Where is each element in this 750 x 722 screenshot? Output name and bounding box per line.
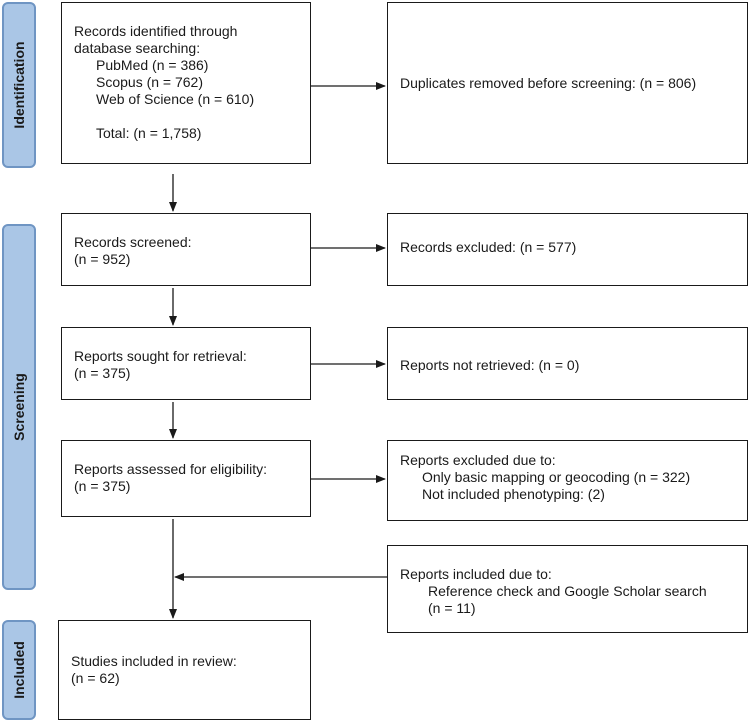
studies-included-box: Studies included in review: (n = 62) [58, 620, 311, 720]
reports-sought-label: Reports sought for retrieval: [74, 348, 247, 364]
studies-included-count: (n = 62) [71, 670, 120, 686]
records-screened-count: (n = 952) [74, 251, 131, 267]
reports-assessed-box: Reports assessed for eligibility: (n = 3… [61, 440, 311, 517]
reports-not-retrieved-text: Reports not retrieved: (n = 0) [400, 357, 580, 373]
phase-identification: Identification [2, 2, 36, 168]
records-identified-box: Records identified through database sear… [61, 2, 311, 164]
reports-assessed-label: Reports assessed for eligibility: [74, 461, 267, 477]
studies-included-label: Studies included in review: [71, 653, 237, 669]
reports-sought-box: Reports sought for retrieval: (n = 375) [61, 327, 311, 400]
pubmed-count: PubMed (n = 386) [96, 57, 209, 73]
reports-included-title: Reports included due to: [400, 566, 552, 582]
scopus-count: Scopus (n = 762) [96, 74, 204, 90]
reports-included-box: Reports included due to: Reference check… [387, 545, 748, 633]
reports-sought-count: (n = 375) [74, 365, 131, 381]
reports-included-reason-2: (n = 11) [428, 600, 476, 616]
records-excluded-box: Records excluded: (n = 577) [387, 213, 748, 286]
records-screened-box: Records screened: (n = 952) [61, 213, 311, 286]
duplicates-removed-text: Duplicates removed before screening: (n … [400, 75, 697, 91]
reports-assessed-count: (n = 375) [74, 478, 131, 494]
records-screened-label: Records screened: [74, 234, 192, 250]
reports-excluded-box: Reports excluded due to: Only basic mapp… [387, 440, 748, 521]
reports-excluded-title: Reports excluded due to: [400, 452, 556, 468]
phase-included: Included [2, 620, 36, 720]
duplicates-removed-box: Duplicates removed before screening: (n … [387, 2, 748, 164]
reports-included-reason-1: Reference check and Google Scholar searc… [428, 583, 707, 599]
reports-not-retrieved-box: Reports not retrieved: (n = 0) [387, 327, 748, 400]
phase-screening: Screening [2, 224, 36, 590]
reports-excluded-reason-1: Only basic mapping or geocoding (n = 322… [422, 469, 691, 485]
total-count: Total: (n = 1,758) [96, 125, 202, 141]
records-identified-title-2: database searching: [74, 40, 201, 56]
reports-excluded-reason-2: Not included phenotyping: (2) [422, 486, 605, 502]
records-identified-title-1: Records identified through [74, 23, 238, 39]
wos-count: Web of Science (n = 610) [96, 91, 255, 107]
records-excluded-text: Records excluded: (n = 577) [400, 239, 577, 255]
